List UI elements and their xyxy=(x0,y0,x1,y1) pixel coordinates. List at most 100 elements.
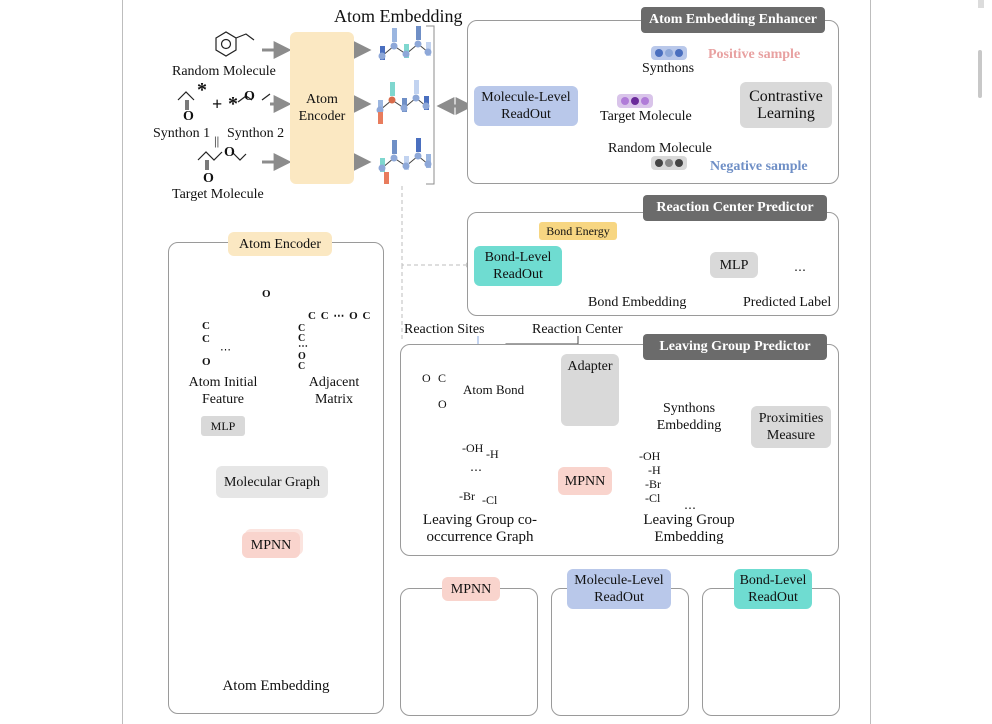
embedding-node xyxy=(424,160,432,168)
token-dot xyxy=(675,159,683,167)
embedding-bar xyxy=(392,140,397,154)
dashed-connector-rcp xyxy=(401,186,471,268)
lg-embedding-label: Leaving Group Embedding xyxy=(643,512,735,545)
target-token xyxy=(617,94,653,108)
embedding-node xyxy=(390,154,398,162)
synthon2-molecule xyxy=(237,93,271,103)
feature-row-dots: ⋯ xyxy=(220,344,231,356)
enhancer-target-label: Target Molecule xyxy=(600,109,692,124)
legend-mol-readout-panel xyxy=(551,588,689,716)
feature-row-o: O xyxy=(202,356,211,368)
scrollbar-thumb[interactable] xyxy=(978,50,982,98)
legend-mpnn-tag: MPNN xyxy=(442,577,500,601)
embedding-node xyxy=(378,52,386,60)
equals-sign: || xyxy=(214,133,220,148)
lgp-mol2-o: O xyxy=(438,397,447,411)
matrix-row-c3: C xyxy=(298,361,306,372)
atom-encoder-box: Atom Encoder xyxy=(290,32,354,184)
token-dot xyxy=(675,49,683,57)
embedding-bar xyxy=(378,112,383,124)
embedding-bar xyxy=(416,26,421,40)
atom-embedding-title: Atom Embedding xyxy=(334,6,463,26)
random-molecule-label: Random Molecule xyxy=(172,64,276,79)
legend-mpnn-panel xyxy=(400,588,538,716)
synthon1-label: Synthon 1 xyxy=(153,126,211,141)
embedding-node xyxy=(402,162,410,170)
predicted-label: Predicted Label xyxy=(743,295,832,310)
target-o2: O xyxy=(224,145,235,160)
rcp-title-tag: Reaction Center Predictor xyxy=(643,195,827,221)
negative-sample-label: Negative sample xyxy=(710,159,808,174)
graph-h: -H xyxy=(486,447,499,461)
page-border-left xyxy=(122,0,123,724)
target-molecule-label: Target Molecule xyxy=(172,187,264,202)
encoder-o: O xyxy=(262,288,271,300)
feature-row-c1: C xyxy=(202,320,210,332)
rcp-mlp-box: MLP xyxy=(710,252,758,278)
legend-bond-readout-panel xyxy=(702,588,840,716)
embedding-node xyxy=(414,40,422,48)
embedding-node xyxy=(422,102,430,110)
lg-h: -H xyxy=(648,463,661,477)
lg-cl: -Cl xyxy=(645,491,661,505)
encoder-atom-embedding-label: Atom Embedding xyxy=(222,678,330,694)
target-molecule-drawing xyxy=(197,151,247,170)
synthon2-star: * xyxy=(228,93,238,115)
graph-oh: -OH xyxy=(462,441,484,455)
synthons-label: Synthons xyxy=(642,61,695,76)
token-dot xyxy=(665,49,673,57)
plus-sign: + xyxy=(212,94,223,114)
matrix-row-c2: C xyxy=(298,333,306,344)
scrollbar-cap xyxy=(978,0,984,8)
embedding-node xyxy=(400,104,408,112)
token-dot xyxy=(641,97,649,105)
random-token xyxy=(651,156,687,170)
matrix-col-header: C C ⋯ O C xyxy=(308,310,372,322)
embedding-node xyxy=(388,96,396,104)
embedding-node xyxy=(378,164,386,172)
embedding-bracket xyxy=(426,25,435,185)
embedding-node xyxy=(402,50,410,58)
bond-embedding-label: Bond Embedding xyxy=(588,295,687,310)
matrix-row-dots: ⋯ xyxy=(298,341,308,352)
atom-encoder-tag: Atom Encoder xyxy=(228,232,332,256)
synthons-embedding-label: Synthons Embedding xyxy=(656,401,722,433)
synthon1-o: O xyxy=(183,109,194,124)
contrastive-learning-box: Contrastive Learning xyxy=(740,82,832,128)
token-dot xyxy=(621,97,629,105)
matrix-row-o: O xyxy=(298,351,306,362)
graph-br: -Br xyxy=(459,489,475,503)
embedding-bar xyxy=(384,172,389,184)
synthon2-label: Synthon 2 xyxy=(227,126,285,141)
token-dot xyxy=(655,159,663,167)
token-dot xyxy=(655,49,663,57)
predicted-dots: ⋯ xyxy=(794,263,806,277)
embedding-node xyxy=(414,152,422,160)
target-o: O xyxy=(203,171,214,186)
page-border-right xyxy=(870,0,871,724)
graph-dots: ⋯ xyxy=(470,463,482,477)
encoder-mlp-box: MLP xyxy=(201,416,245,436)
lgp-mol1-o: O xyxy=(422,371,431,385)
lgp-mol1-c: C xyxy=(438,371,447,385)
legend-bond-readout-tag: Bond-Level ReadOut xyxy=(734,569,812,609)
embedding-bar xyxy=(414,80,419,94)
synthons-token xyxy=(651,46,687,60)
feature-row-c2: C xyxy=(202,333,210,345)
adapter-box: Adapter xyxy=(561,354,619,426)
atom-initial-feature-label: Atom Initial Feature xyxy=(188,375,258,407)
graph-cl: -Cl xyxy=(482,493,498,507)
top-embeddings xyxy=(376,26,432,184)
lg-oh: -OH xyxy=(639,449,661,463)
bond-readout-box: Bond-Level ReadOut xyxy=(474,246,562,286)
encoder-mpnn-box: MPNN xyxy=(242,532,300,558)
adjacent-matrix-label: Adjacent Matrix xyxy=(308,375,360,407)
embedding-node xyxy=(424,48,432,56)
embedding-bar xyxy=(390,82,395,96)
lgp-mpnn-box: MPNN xyxy=(558,467,612,495)
lg-dots: ⋯ xyxy=(684,501,696,515)
embedding-node xyxy=(390,42,398,50)
molecule-readout-box: Molecule-Level ReadOut xyxy=(474,86,578,126)
legend-mol-readout-tag: Molecule-Level ReadOut xyxy=(567,569,671,609)
